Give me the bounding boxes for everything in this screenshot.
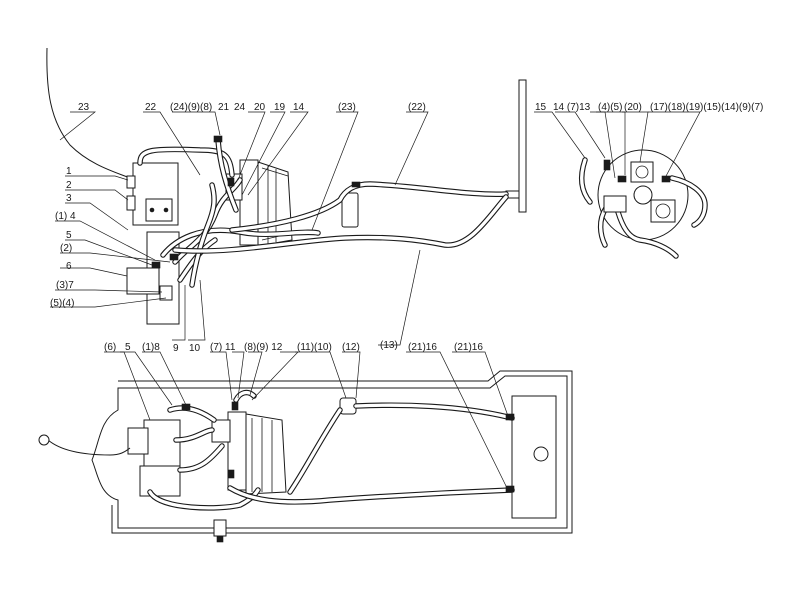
callout-24-9-8: (24)(9)(8)	[170, 102, 212, 113]
lower-box-hole	[533, 446, 549, 462]
leader-lines	[50, 111, 701, 491]
callout-l7-11: (7) 11	[210, 342, 236, 353]
upper-view	[46, 47, 527, 325]
port-square-upper	[630, 161, 654, 183]
drain-fitting	[213, 519, 227, 537]
cable-23	[46, 47, 131, 179]
callout-d20: (20)	[624, 102, 642, 113]
fitting	[169, 253, 179, 261]
valve-block-lower	[127, 427, 149, 455]
cable-lower	[47, 439, 131, 456]
callout-10: 10	[189, 343, 201, 354]
valve-block-upper	[145, 198, 173, 222]
callout-23b: (23)	[338, 102, 356, 113]
valve-base-lower	[139, 465, 181, 497]
callout-2: 2	[66, 180, 72, 191]
hose-group-upper	[137, 137, 509, 288]
callout-labels: 23 22 (24)(9)(8) 21 24 20 19 14 (23) (22…	[50, 102, 763, 354]
callout-24: 24	[234, 102, 246, 113]
lower-right-box	[511, 395, 557, 519]
callout-3-7: (3)7	[56, 280, 74, 291]
callout-d4-5: (4)(5)	[598, 102, 622, 113]
callout-20: 20	[254, 102, 266, 113]
callout-22b: (22)	[408, 102, 426, 113]
connector-plug	[38, 434, 50, 446]
fitting	[351, 181, 361, 188]
callout-l21-16a: (21)16	[408, 342, 437, 353]
callout-5-4: (5)(4)	[50, 298, 74, 309]
lower-view	[38, 370, 573, 543]
hose-group-lower	[147, 389, 515, 511]
callout-9: 9	[173, 343, 179, 354]
fitting-2	[126, 195, 136, 211]
callout-13b: (13)	[380, 340, 398, 351]
callout-1-4: (1) 4	[55, 211, 76, 222]
callout-l11-10: (11)(10)	[297, 342, 332, 353]
pump-motor-lower	[245, 413, 287, 495]
callout-l21-16b: (21)16	[454, 342, 483, 353]
callout-l12: (12)	[342, 342, 360, 353]
callout-3: 3	[66, 193, 72, 204]
fitting	[151, 261, 161, 269]
callout-l5: 5	[125, 342, 131, 353]
detail-view	[578, 149, 708, 259]
callout-14: 14	[293, 102, 305, 113]
callout-l1-8: (1)8	[142, 342, 160, 353]
callout-2b: (2)	[60, 243, 72, 254]
flange-6	[126, 267, 160, 295]
detail-valve	[603, 195, 627, 213]
callout-1: 1	[66, 166, 72, 177]
callout-d15: 15	[535, 102, 547, 113]
callout-l8-9-12: (8)(9) 12	[244, 342, 283, 353]
callout-d14-7-13: 14 (7)13	[553, 102, 591, 113]
inline-filter	[341, 192, 359, 228]
bulkhead-upper	[518, 79, 527, 213]
detail-center-port	[633, 185, 653, 205]
pump-block-lower	[211, 419, 231, 443]
callout-22: 22	[145, 102, 157, 113]
fitting-7	[159, 285, 173, 301]
callout-6: 6	[66, 261, 72, 272]
bolt	[149, 207, 155, 213]
port-square-lower	[650, 199, 676, 223]
fitting	[227, 177, 235, 187]
callout-5: 5	[66, 230, 72, 241]
callout-21: 21	[218, 102, 230, 113]
callout-19: 19	[274, 102, 286, 113]
callout-23: 23	[78, 102, 90, 113]
fitting-1	[126, 175, 136, 189]
frame-outline	[91, 375, 568, 529]
fitting	[213, 135, 223, 143]
callout-l6: (6)	[104, 342, 116, 353]
callout-d17-7: (17)(18)(19)(15)(14)(9)(7)	[650, 102, 763, 113]
valve-body-lower	[143, 419, 181, 469]
bolt	[163, 207, 169, 213]
